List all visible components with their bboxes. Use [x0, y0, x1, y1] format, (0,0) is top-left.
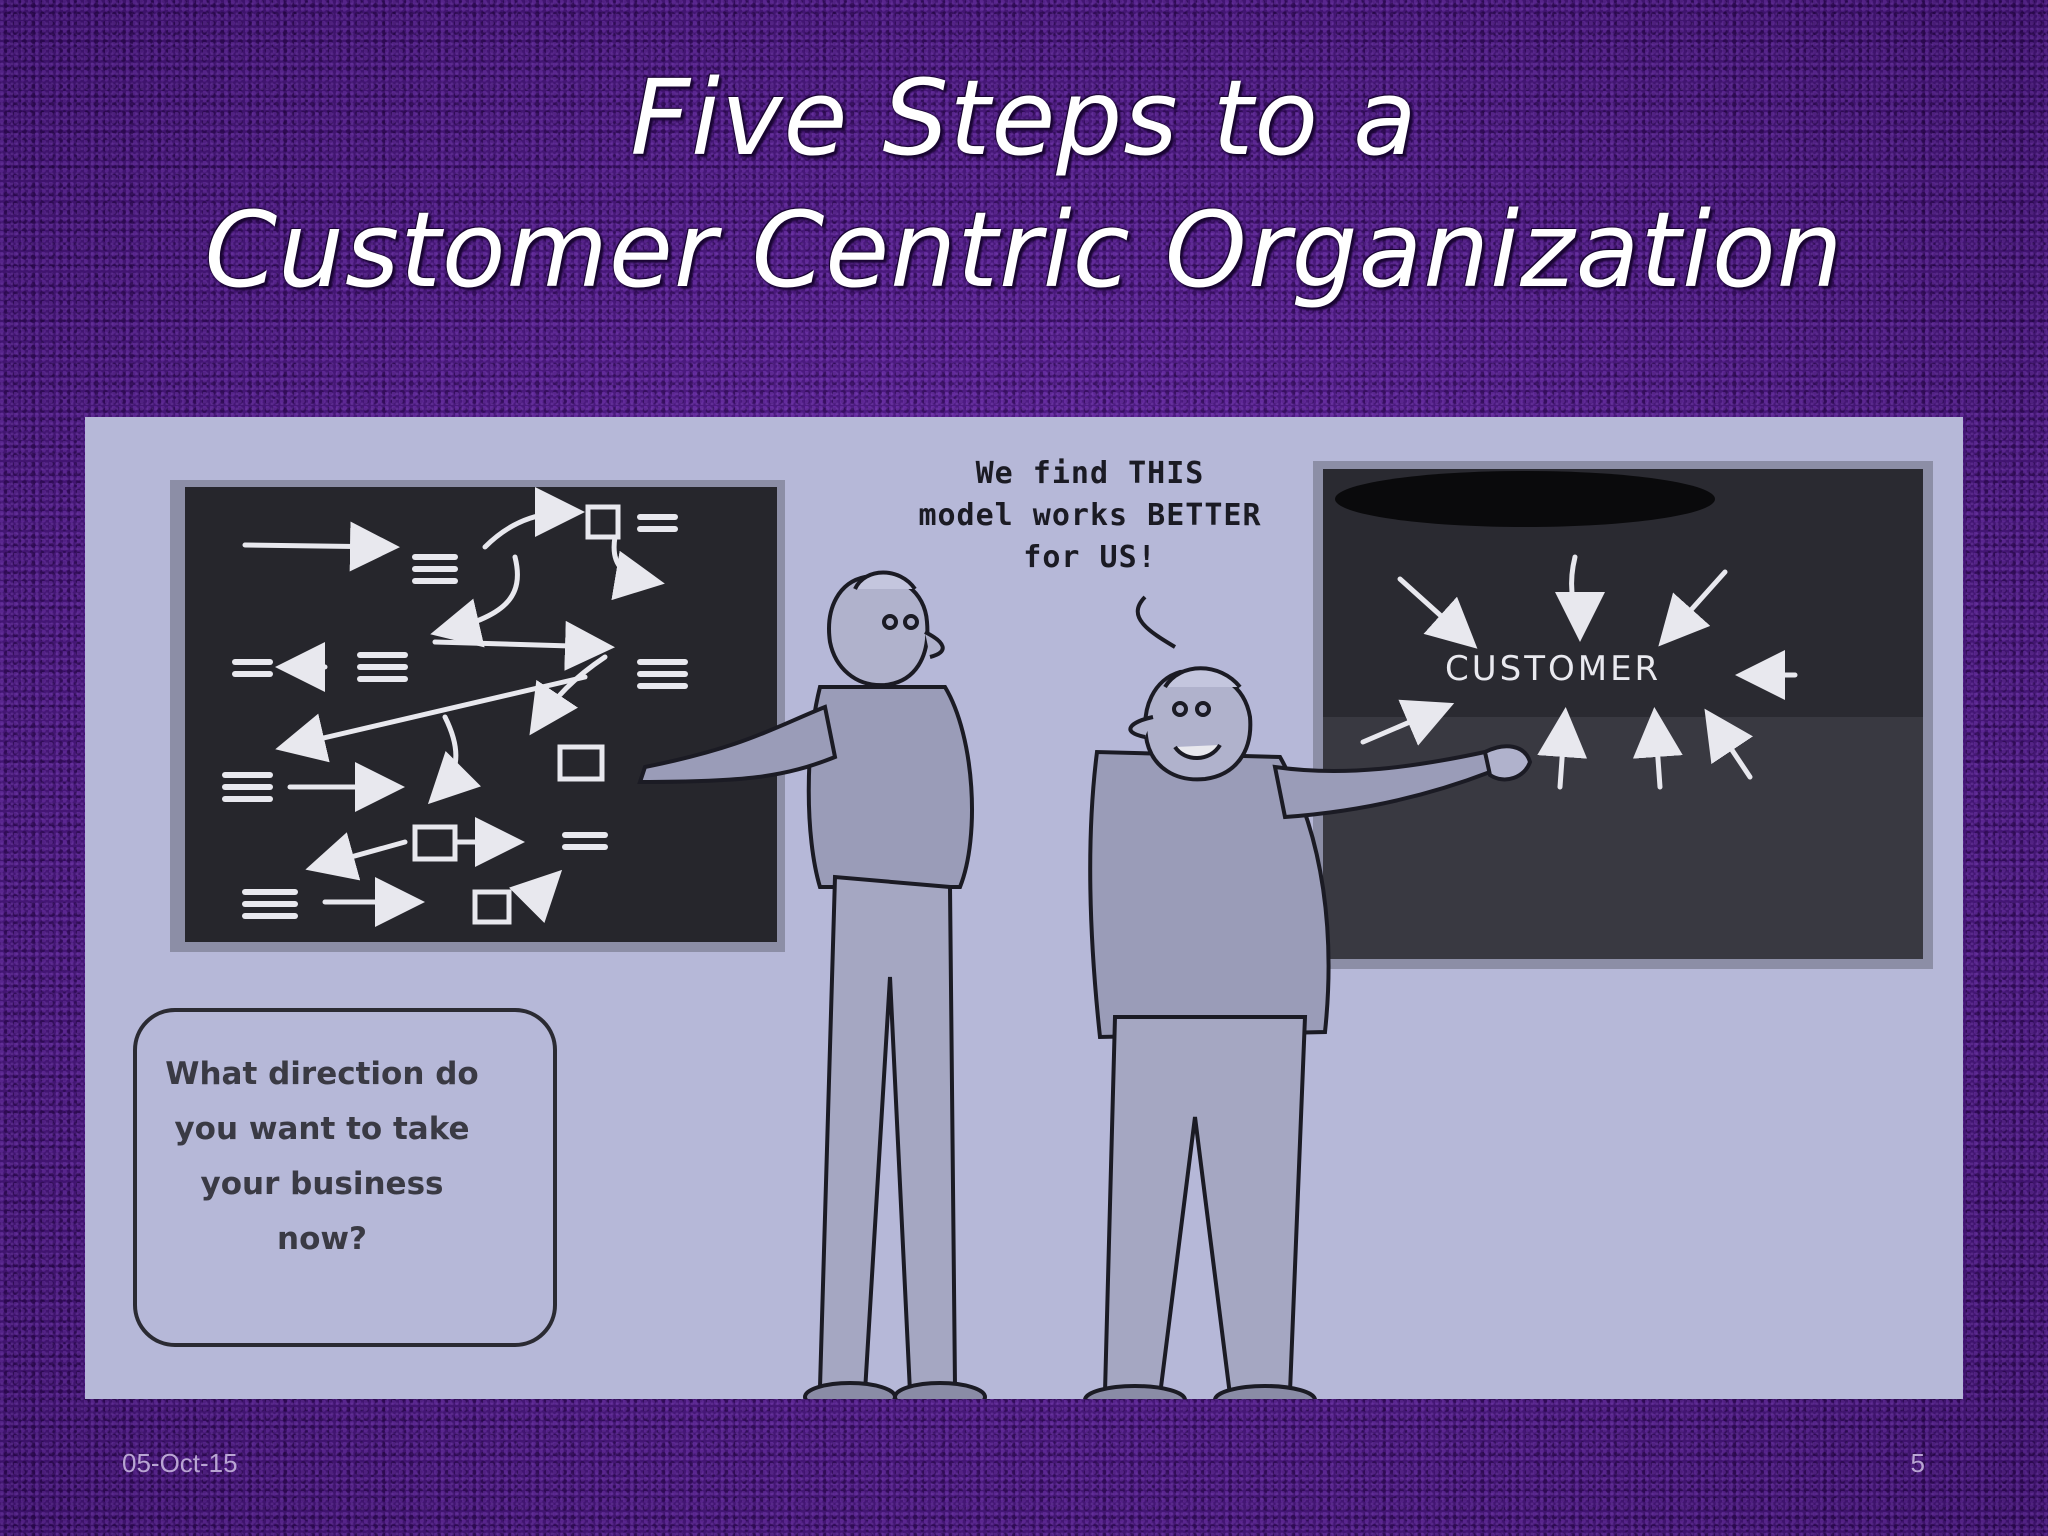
cartoon-drawing — [133, 461, 1933, 1399]
speech-line: for US! — [1023, 540, 1157, 575]
right-blackboard — [1313, 461, 1933, 969]
footer-date: 05-Oct-15 — [122, 1448, 238, 1478]
callout-line: you want to take — [174, 1111, 470, 1147]
slide-title: Five Steps to a Customer Centric Organiz… — [0, 52, 2048, 316]
title-line-2: Customer Centric Organization — [204, 189, 1844, 311]
callout-text: What direction do you want to take your … — [157, 1047, 487, 1267]
speech-bubble-text: We find THIS model works BETTER for US! — [790, 453, 1390, 579]
speech-line: model works BETTER — [918, 498, 1262, 533]
callout-line: What direction do — [165, 1056, 479, 1092]
board-customer-label: CUSTOMER — [1445, 649, 1662, 689]
callout-box — [133, 1008, 557, 1347]
right-man — [1083, 666, 1533, 1399]
left-man — [637, 570, 987, 1399]
callout-line: now? — [277, 1221, 367, 1257]
cartoon-image: We find THIS model works BETTER for US! … — [85, 417, 1963, 1399]
callout-line: your business — [200, 1166, 444, 1202]
title-line-1: Five Steps to a — [630, 57, 1418, 179]
speech-line: We find THIS — [975, 456, 1205, 491]
page-number: 5 — [1910, 1448, 1925, 1478]
left-blackboard — [170, 480, 785, 952]
